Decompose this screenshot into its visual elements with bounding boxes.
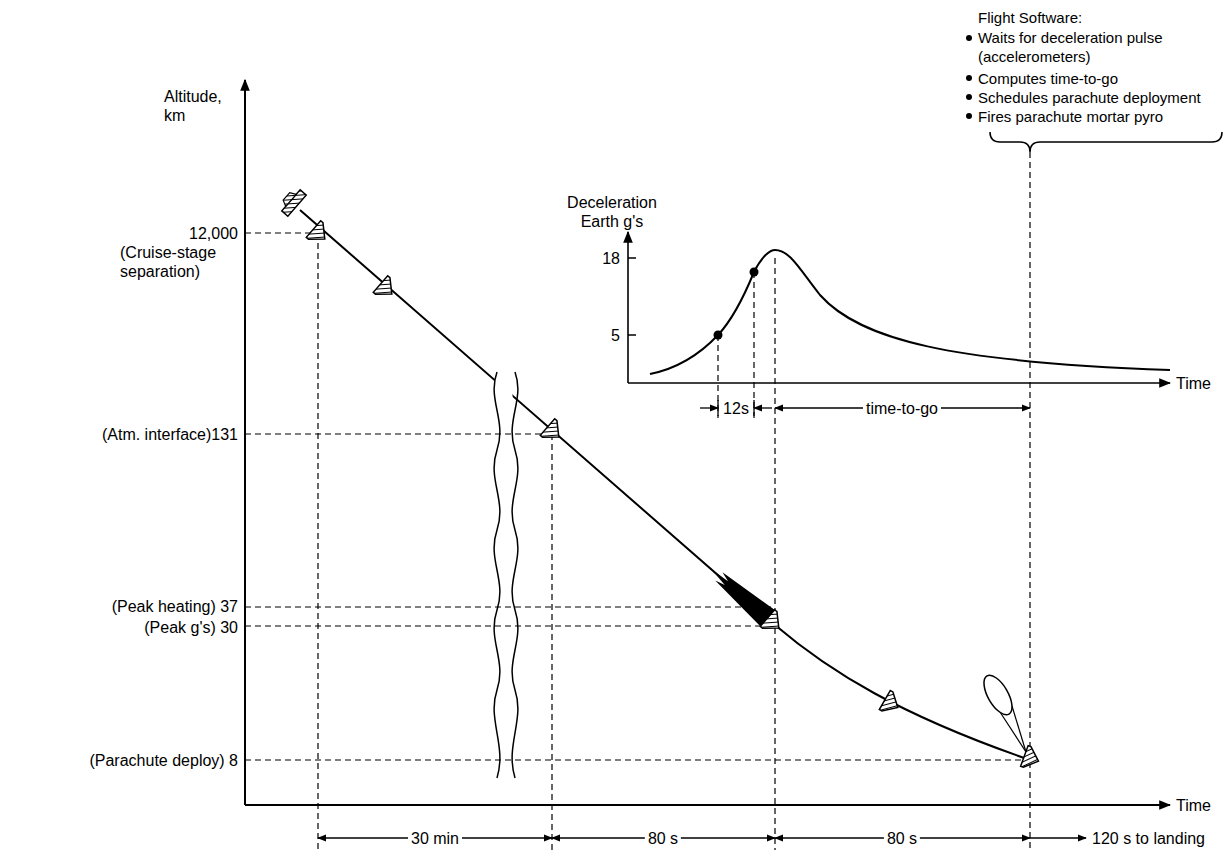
cruise-stage	[277, 186, 306, 216]
altitude-value: (Parachute deploy) 8	[89, 751, 238, 770]
trajectory-line	[300, 210, 1030, 760]
tick-value: 18	[602, 249, 620, 268]
bullet-dots	[966, 35, 972, 119]
time-axis	[245, 804, 1170, 806]
parachute	[978, 671, 1042, 771]
entry-vehicle	[879, 690, 903, 717]
heating-plume	[704, 561, 786, 636]
time-break	[494, 372, 518, 778]
software-step: Schedules parachute deployment	[978, 88, 1201, 107]
dimension-label: 12s	[723, 399, 749, 418]
event-name: (Cruise-stage separation)	[120, 243, 238, 281]
brace	[990, 132, 1222, 152]
dimension-label: 80 s	[884, 829, 920, 848]
dimension-label: time-to-go	[863, 399, 941, 418]
altitude-value: 12,000	[189, 224, 238, 243]
axis-title: Deceleration Earth g's	[556, 193, 668, 231]
altitude-axis	[244, 80, 246, 805]
dimension-label: 30 min	[408, 829, 462, 848]
entry-vehicle	[373, 276, 399, 302]
axis-title: Altitude, km	[164, 87, 238, 125]
panel-heading: Flight Software:	[978, 8, 1082, 27]
dimension-label: 80 s	[645, 829, 681, 848]
axis-title: Time	[1176, 374, 1211, 393]
reference-lines	[245, 152, 1030, 850]
entry-vehicle	[306, 221, 332, 247]
dimension-label: 120 s to landing	[1092, 829, 1205, 848]
software-step: Fires parachute mortar pyro	[978, 107, 1163, 126]
altitude-value: (Peak heating) 37	[112, 597, 238, 616]
altitude-value: (Peak g's) 30	[144, 618, 238, 637]
tick-value: 5	[611, 326, 620, 345]
software-step: Computes time-to-go	[978, 69, 1118, 88]
software-step: Waits for deceleration pulse (accelerome…	[978, 28, 1208, 66]
axis-title: Time	[1176, 796, 1211, 815]
entry-vehicle	[540, 419, 566, 445]
altitude-value: (Atm. interface)131	[102, 425, 238, 444]
deceleration-inset	[628, 232, 1170, 416]
